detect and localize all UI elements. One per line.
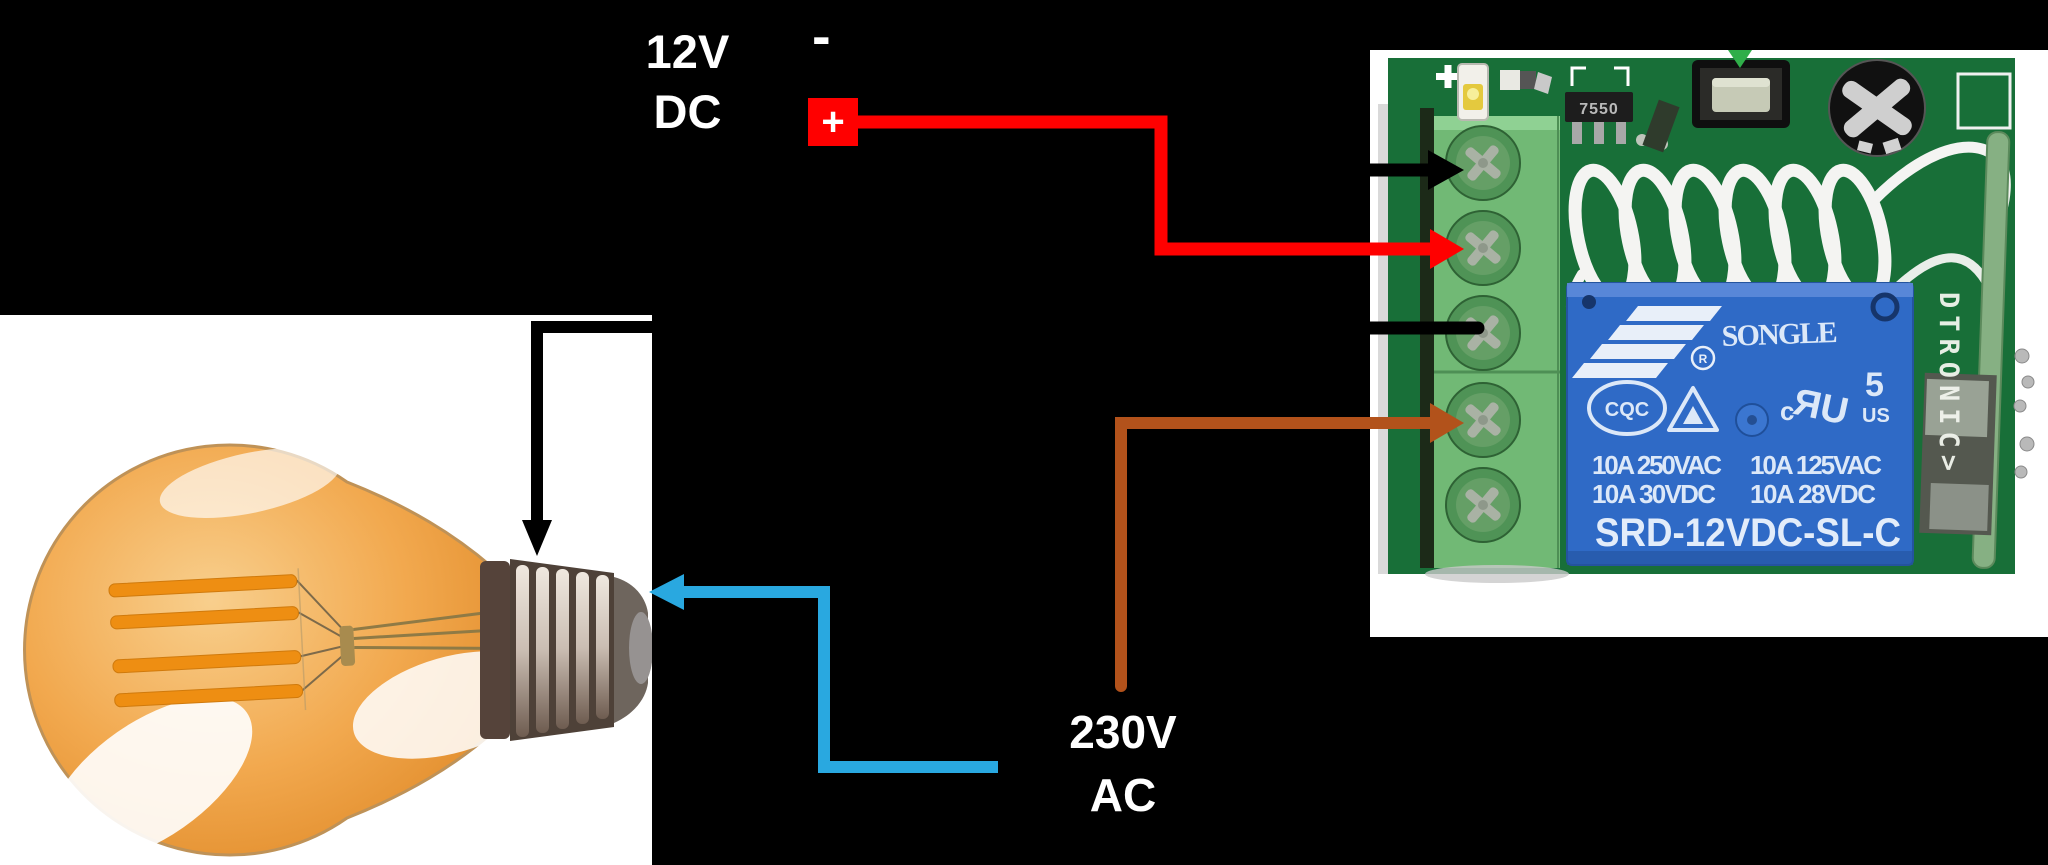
light-bulb-art: [23, 443, 653, 863]
blue-wire-neutral: [649, 574, 998, 773]
arrowhead-icon: [522, 520, 552, 556]
photo-shadow: [1378, 104, 1388, 574]
arrowhead-icon: [1430, 229, 1464, 269]
cqc-text: CQC: [1605, 399, 1649, 421]
base-tip-contact: [629, 612, 653, 684]
green-pointer-icon: [1728, 50, 1752, 68]
plus-terminal-label: +: [821, 100, 845, 144]
dark-component: [1642, 99, 1680, 153]
rating-3: 10A 30VDC: [1592, 479, 1716, 509]
relay-model: SRD-12VDC-SL-C: [1595, 511, 1901, 555]
ac-supply-label: 230V AC: [1069, 706, 1177, 821]
solder-pads: [2013, 348, 2035, 479]
black-wire-bulb: [522, 321, 652, 556]
relay-module-art: 7550: [1378, 50, 2035, 583]
pin-block-top: [1925, 378, 1989, 438]
glass-reflection: [47, 697, 253, 863]
dc-supply-label: 12V DC: [645, 25, 730, 138]
push-button: [1692, 60, 1790, 128]
arrowhead-icon: [1428, 150, 1464, 190]
light-bulb-photo: [0, 315, 653, 865]
power-led: [1457, 63, 1489, 121]
brown-wire-live: [1115, 403, 1464, 692]
led-filaments: [108, 568, 491, 711]
arrowhead-icon: [1430, 403, 1464, 443]
silkscreen-outline: [1956, 72, 2012, 130]
registered-mark: R: [1699, 352, 1708, 366]
terminal-screws: [1445, 125, 1521, 543]
songle-logo: [1572, 306, 1722, 378]
rating-4: 10A 28VDC: [1750, 479, 1876, 509]
plus-terminal-badge: +: [808, 98, 858, 146]
pin-block-bottom: [1929, 483, 1989, 531]
minus-terminal-label: -: [812, 4, 831, 67]
ul-number: 5: [1865, 366, 1884, 404]
registered-mark-icon: [1690, 345, 1716, 371]
smd-components: [1500, 70, 1552, 94]
black-wire-relay-com: [1365, 150, 1464, 190]
rating-1: 10A 250VAC: [1592, 450, 1722, 480]
ccc-triangle-icon: [1667, 386, 1719, 432]
arrowhead-icon: [649, 574, 684, 610]
terminal-shadow: [1425, 565, 1569, 583]
ul-c: c: [1780, 396, 1794, 426]
regulator-ic-label: 7550: [1579, 101, 1619, 118]
edge-vertical-label: DTRONIC>: [1933, 292, 1964, 478]
relay-module-photo: 7550: [1370, 50, 2048, 637]
capacitor: [1828, 59, 1926, 157]
terminal-side-face: [1420, 108, 1434, 568]
glass-reflection: [159, 447, 341, 519]
rating-2: 10A 125VAC: [1750, 450, 1882, 480]
bulb-screw-base: [480, 559, 653, 741]
ul-us: US: [1862, 405, 1890, 427]
red-wire-positive: [858, 115, 1464, 269]
relay-brand: SONGLE: [1721, 316, 1840, 353]
relay-component: R SONGLE CQC c ЯU 5 US 10A 250VAC 10A 12…: [1566, 282, 1914, 566]
ccc-triangle-inner: [1683, 406, 1703, 424]
cqc-oval-icon: [1587, 380, 1667, 436]
pcb-plus-marking: [1436, 65, 1460, 88]
